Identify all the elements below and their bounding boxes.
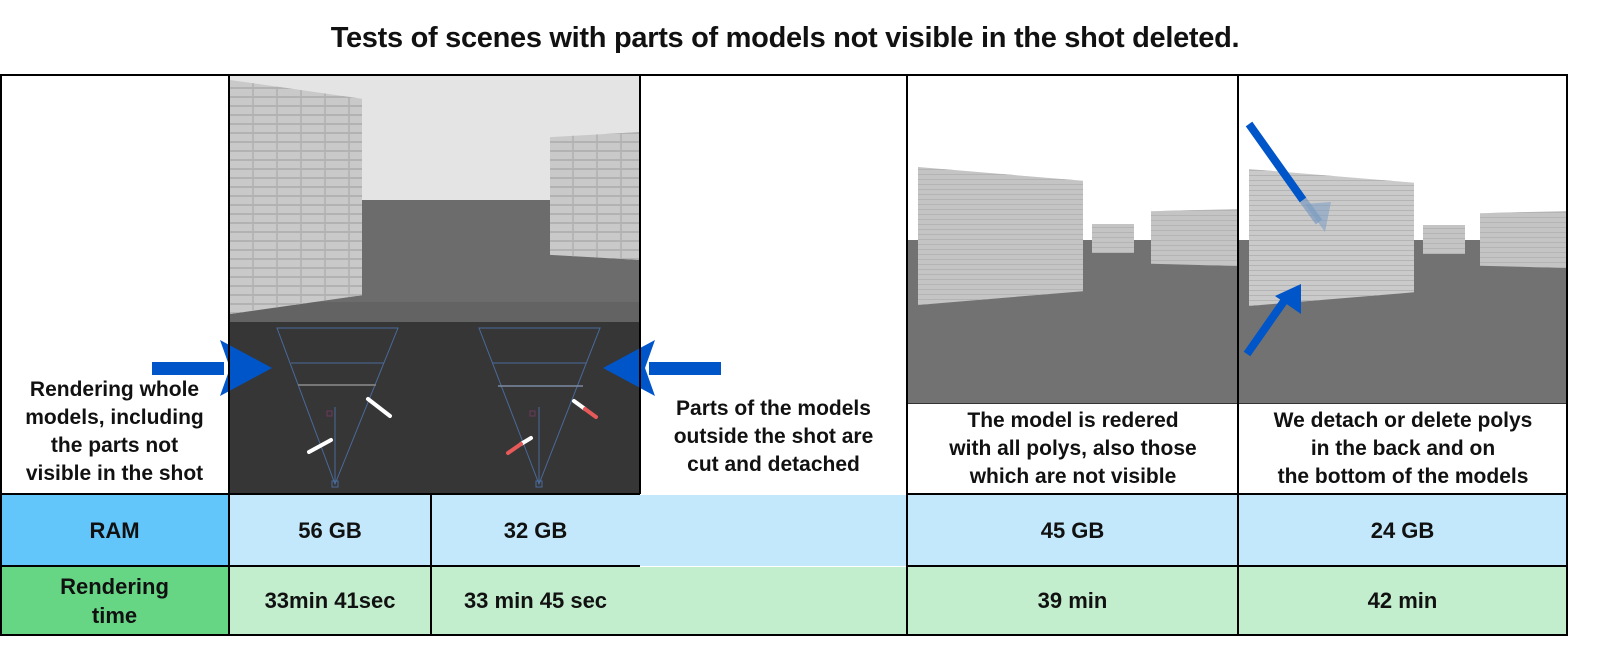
time-value-cut-detached: 33 min 45 sec [431,567,640,635]
ram-value-all-polys: 45 GB [907,495,1238,566]
ram-value-whole-models: 56 GB [229,495,431,566]
caption-line: in the back and on [1310,437,1496,460]
label-line: time [91,603,138,628]
label-line: Rendering [60,574,169,599]
caption-deleted-polys: We detach or delete polys in the back an… [1239,405,1567,493]
description-cut-detached: Parts of the models outside the shot are… [640,393,907,481]
caption-line: which are not visible [969,465,1177,488]
table-border-top [0,74,1568,76]
time-empty-cell [640,567,907,635]
rendering-time-row-label: Rendering time [0,567,229,635]
column-divider [906,74,908,636]
ram-row-label: RAM [0,495,229,566]
description-line: Rendering whole [29,378,200,401]
description-line: Parts of the models [676,397,871,420]
brick-wall-front [918,167,1083,305]
caption-line: We detach or delete polys [1273,409,1533,432]
column-divider [1237,74,1239,636]
time-value-deleted-polys: 42 min [1238,567,1567,635]
caption-line: the bottom of the models [1277,465,1529,488]
frustum-diagram-icon [276,327,601,488]
table-divider-images [0,493,640,495]
render-deleted-polys-image [1239,76,1567,404]
page-title: Tests of scenes with parts of models not… [330,22,1240,54]
table-divider-rows [0,565,640,567]
column-divider [430,494,432,636]
brick-wall-left [230,80,362,314]
time-value-all-polys: 39 min [907,567,1238,635]
brick-wall-small [1423,225,1465,254]
caption-line: The model is redered [967,409,1179,432]
render-preview-image [229,76,640,322]
time-value-whole-models: 33min 41sec [229,567,431,635]
brick-wall-front [1249,169,1414,306]
viewport-camera-frustums [229,322,640,494]
ram-empty-cell [640,495,907,566]
arrow-up-right-icon [1243,284,1301,357]
render-all-polys-image [908,76,1238,404]
arrow-left-icon [603,340,721,396]
table-border-right [1566,74,1568,636]
description-line: models, including [25,406,204,429]
floor-bottom-strip [229,302,640,322]
table-border-left [0,74,2,636]
brick-wall-right [550,132,640,260]
ram-value-cut-detached: 32 GB [431,495,640,566]
column-divider [639,74,641,494]
arrow-down-right-icon [1245,121,1331,232]
column-divider [228,74,230,636]
brick-wall-small [1092,224,1134,253]
arrow-right-icon [152,340,272,396]
description-line: visible in the shot [25,462,204,485]
arrows-overlay [1243,121,1331,357]
description-line: outside the shot are [673,425,874,448]
description-line: the parts not [50,434,179,457]
table-border-bottom [0,634,1568,636]
description-whole-models: Rendering whole models, including the pa… [0,374,229,490]
ram-value-deleted-polys: 24 GB [1238,495,1567,566]
brick-wall-right [1480,211,1567,268]
caption-line: with all polys, also those [949,437,1197,460]
caption-all-polys: The model is redered with all polys, als… [908,405,1238,493]
brick-wall-right [1151,209,1238,266]
description-line: cut and detached [687,453,860,476]
